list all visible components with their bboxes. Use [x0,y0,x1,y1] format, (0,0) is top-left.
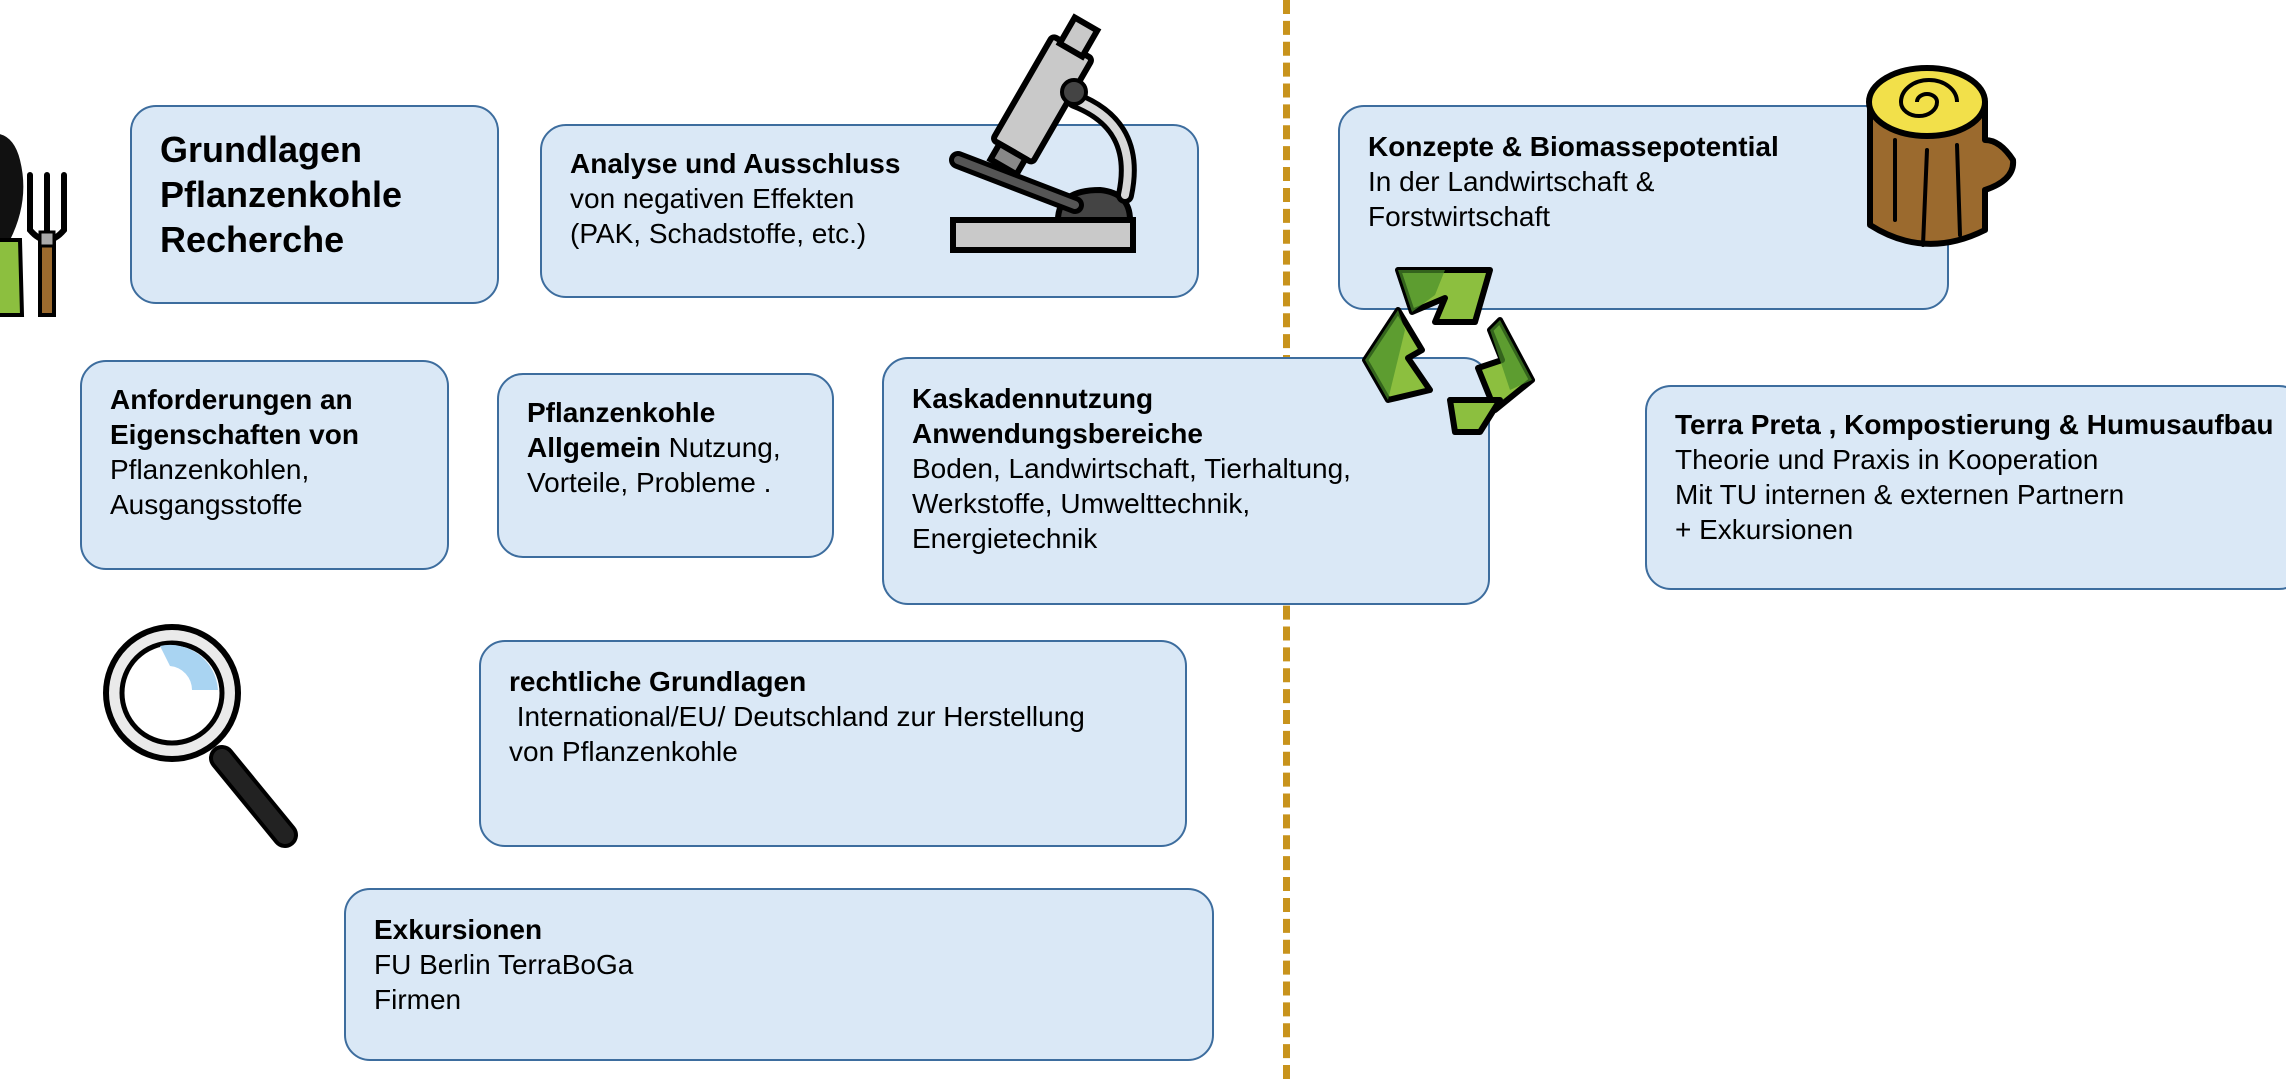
grundlagen-line: Recherche [160,219,345,260]
gardener-icon [0,134,67,317]
exkursionen-line: FU Berlin TerraBoGa [374,949,634,980]
allgemein-title: Allgemein [527,432,661,463]
kaskaden-title: Kaskadennutzung [912,383,1154,414]
terra-line: Mit TU internen & externen Partnern [1675,479,2125,510]
anforderungen-title: Anforderungen an [110,384,353,415]
konzepte-line: Forstwirtschaft [1368,201,1551,232]
kaskaden-line: Energietechnik [912,523,1098,554]
box-anforderungen: Anforderungen an Eigenschaften von Pflan… [80,360,449,570]
exkursionen-title: Exkursionen [374,914,543,945]
anforderungen-line: Ausgangsstoffe [110,489,303,520]
box-grundlagen: Grundlagen Pflanzenkohle Recherche [130,105,499,304]
kaskaden-title: Anwendungsbereiche [912,418,1203,449]
box-rechtlich: rechtliche Grundlagen International/EU/ … [479,640,1187,847]
rechtlich-title: rechtliche Grundlagen [509,666,807,697]
grundlagen-line: Grundlagen [160,129,363,170]
allgemein-title: Pflanzenkohle [527,397,716,428]
microscope-icon [949,13,1137,253]
wood-log-icon [1866,65,2017,247]
terra-line: + Exkursionen [1675,514,1854,545]
recycle-icon [1362,267,1535,435]
allgemein-line: Allgemein Nutzung, [527,430,804,465]
box-terra-preta: Terra Preta , Kompostierung & Humusaufba… [1645,385,2286,590]
analyse-line: (PAK, Schadstoffe, etc.) [570,218,867,249]
box-allgemein: Pflanzenkohle Allgemein Nutzung, Vorteil… [497,373,834,558]
analyse-line: von negativen Effekten [570,183,855,214]
konzepte-line: In der Landwirtschaft & [1368,166,1655,197]
box-analyse: Analyse und Ausschluss von negativen Eff… [540,124,1199,298]
analyse-title: Analyse und Ausschluss [570,148,901,179]
allgemein-text: Nutzung, [660,432,781,463]
kaskaden-line: Boden, Landwirtschaft, Tierhaltung, [912,453,1351,484]
magnifier-icon [103,624,298,848]
allgemein-line: Vorteile, Probleme . [527,467,772,498]
anforderungen-title: Eigenschaften von [110,419,359,450]
anforderungen-line: Pflanzenkohlen, [110,454,310,485]
box-exkursionen: Exkursionen FU Berlin TerraBoGa Firmen [344,888,1214,1061]
rechtlich-line: von Pflanzenkohle [509,736,738,767]
terra-line: Theorie und Praxis in Kooperation [1675,444,2099,475]
rechtlich-line: International/EU/ Deutschland zur Herste… [509,701,1085,732]
kaskaden-line: Werkstoffe, Umwelttechnik, [912,488,1251,519]
terra-title: Terra Preta , Kompostierung & Humusaufba… [1675,409,2274,440]
konzepte-title: Konzepte & Biomassepotential [1368,131,1779,162]
exkursionen-line: Firmen [374,984,462,1015]
grundlagen-line: Pflanzenkohle [160,174,403,215]
